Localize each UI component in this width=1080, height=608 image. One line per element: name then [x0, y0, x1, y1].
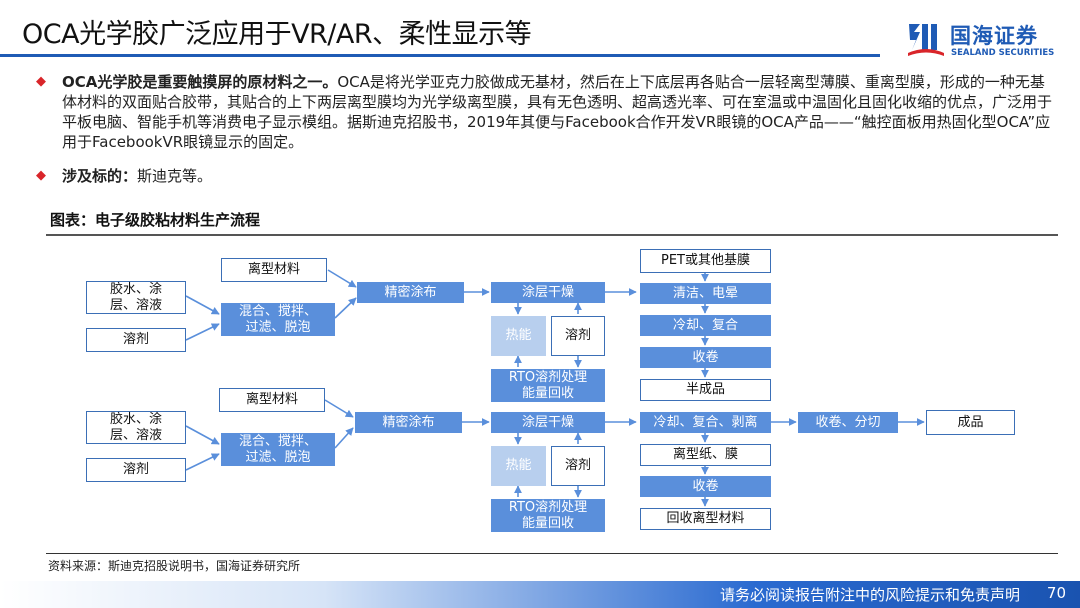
disclaimer-text: 请务必阅读报告附注中的风险提示和免责声明 [719, 586, 1020, 604]
footer-bar: 请务必阅读报告附注中的风险提示和免责声明 70 [0, 581, 1080, 608]
semi-finished-box: 半成品 [640, 379, 771, 401]
glue-coating-box: 胶水、涂层、溶液 [86, 411, 186, 444]
logo-english-name: SEALAND SECURITIES [951, 48, 1055, 58]
diamond-bullet-icon: ◆ [36, 168, 46, 183]
bullet-body: 斯迪克等。 [137, 167, 213, 185]
source-note: 资料来源：斯迪克招股说明书，国海证券研究所 [48, 559, 301, 573]
title-underline [0, 54, 880, 57]
release-material-box: 离型材料 [219, 388, 325, 412]
solvent-box: 溶剂 [86, 328, 186, 352]
mix-stir-filter-box: 混合、搅拌、过滤、脱泡 [221, 303, 335, 336]
rto-recovery-box: RTO溶剂处理能量回收 [491, 369, 605, 402]
bullet-text: OCA光学胶是重要触摸屏的原材料之一。OCA是将光学亚克力胶做成无基材，然后在上… [62, 72, 1052, 152]
recycle-release-box: 回收离型材料 [640, 508, 771, 530]
rto-recovery-box: RTO溶剂处理能量回收 [491, 499, 605, 532]
wind-up-box: 收卷 [640, 347, 771, 368]
logo-chinese-name: 国海证券 [950, 24, 1038, 48]
source-rule [46, 553, 1058, 554]
heat-energy-box: 热能 [491, 446, 546, 486]
release-paper-box: 离型纸、膜 [640, 444, 771, 466]
bullet-bold-lead: 涉及标的： [62, 167, 138, 185]
solvent-output-box: 溶剂 [551, 316, 605, 356]
solvent-output-box: 溶剂 [551, 446, 605, 486]
clean-corona-box: 清洁、电晕 [640, 283, 771, 304]
sealand-logo-icon [908, 24, 944, 56]
figure-title: 图表：电子级胶粘材料生产流程 [50, 211, 261, 229]
finished-product-box: 成品 [926, 410, 1015, 435]
bullet-text: 涉及标的：斯迪克等。 [62, 166, 212, 186]
company-logo: 国海证券 SEALAND SECURITIES [906, 18, 1066, 62]
figure-rule [46, 234, 1058, 236]
glue-coating-box: 胶水、涂层、溶液 [86, 281, 186, 314]
release-material-box: 离型材料 [221, 258, 327, 282]
mix-stir-filter-box: 混合、搅拌、过滤、脱泡 [221, 433, 335, 466]
heat-energy-box: 热能 [491, 316, 546, 356]
cool-laminate-peel-box: 冷却、复合、剥离 [640, 412, 771, 433]
coating-drying-box: 涂层干燥 [491, 412, 605, 433]
page-number: 70 [1046, 584, 1066, 602]
page-title: OCA光学胶广泛应用于VR/AR、柔性显示等 [22, 19, 532, 50]
precision-coating-box: 精密涂布 [355, 412, 462, 433]
cool-laminate-box: 冷却、复合 [640, 315, 771, 336]
coating-drying-box: 涂层干燥 [491, 282, 605, 303]
pet-film-box: PET或其他基膜 [640, 249, 771, 273]
diamond-bullet-icon: ◆ [36, 74, 46, 89]
precision-coating-box: 精密涂布 [357, 282, 464, 303]
solvent-box: 溶剂 [86, 458, 186, 482]
bullet-bold-lead: OCA光学胶是重要触摸屏的原材料之一。 [62, 73, 338, 91]
bullet-body: OCA是将光学亚克力胶做成无基材，然后在上下底层再各贴合一层轻离型薄膜、重离型膜… [62, 73, 1053, 151]
wind-up-box: 收卷 [640, 476, 771, 497]
wind-slit-box: 收卷、分切 [798, 412, 898, 433]
